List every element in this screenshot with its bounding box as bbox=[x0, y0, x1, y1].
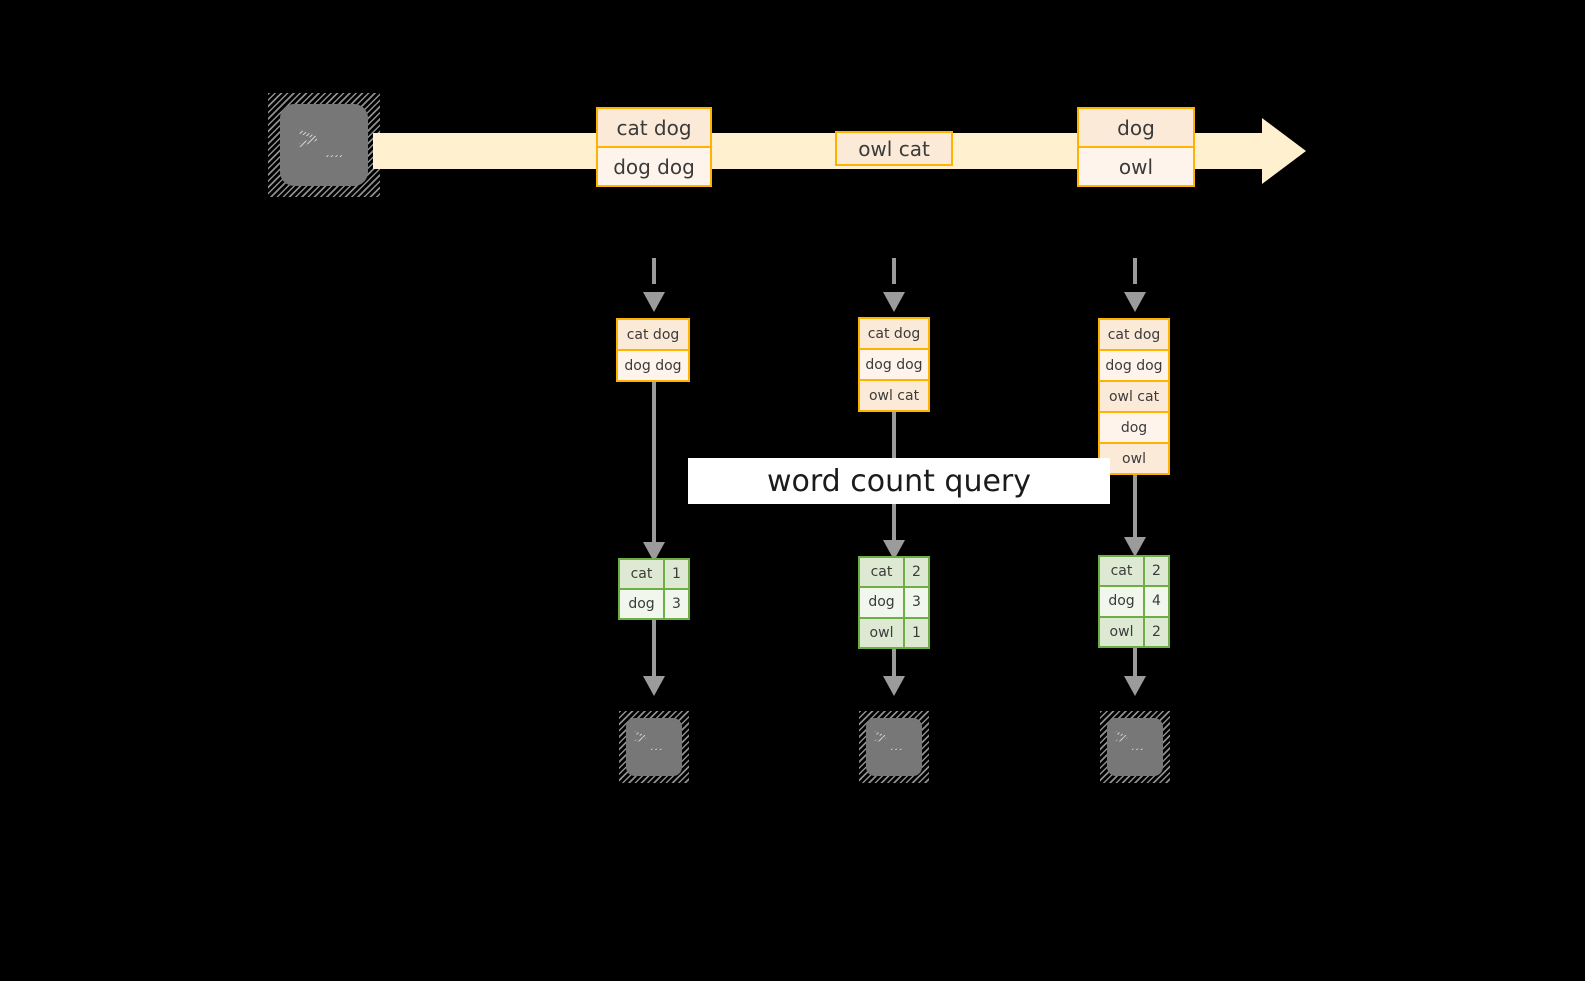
snapshot-2-trigger-arrow-line bbox=[892, 258, 896, 292]
source-terminal-icon: > _ bbox=[268, 93, 380, 197]
query-label-banner: word count query bbox=[688, 458, 1110, 504]
snapshot-2-result-row: dog 3 bbox=[860, 588, 928, 619]
terminal-plate bbox=[866, 718, 922, 776]
snapshot-3-result-table: cat 2 dog 4 owl 2 bbox=[1098, 555, 1170, 648]
snapshot-3-input-row: owl bbox=[1100, 444, 1168, 473]
stream-event-row: cat dog bbox=[598, 109, 710, 148]
result-count: 2 bbox=[1145, 557, 1168, 586]
snapshot-3-input-row: dog dog bbox=[1100, 351, 1168, 382]
snapshot-3-input-table: cat dog dog dog owl cat dog owl bbox=[1098, 318, 1170, 475]
snapshot-3-query-arrowhead-icon bbox=[1124, 537, 1146, 557]
result-count: 1 bbox=[905, 618, 928, 647]
snapshot-1-trigger-arrowhead-icon bbox=[643, 292, 665, 312]
result-word: owl bbox=[1100, 617, 1145, 646]
result-count: 3 bbox=[905, 588, 928, 617]
snapshot-2-input-row: cat dog bbox=[860, 319, 928, 350]
stream-event-row: owl bbox=[1079, 148, 1193, 185]
snapshot-1-result-row: dog 3 bbox=[620, 590, 688, 618]
stream-event-row: dog bbox=[1079, 109, 1193, 148]
snapshot-1-input-row: dog dog bbox=[618, 351, 688, 380]
stream-event-row: owl cat bbox=[837, 133, 951, 164]
terminal-cursor-glyph: _ bbox=[891, 729, 903, 751]
snapshot-1-query-arrow-line bbox=[652, 382, 656, 542]
snapshot-3-input-row: cat dog bbox=[1100, 320, 1168, 351]
snapshot-2-input-table: cat dog dog dog owl cat bbox=[858, 317, 930, 412]
result-word: dog bbox=[1100, 587, 1145, 616]
snapshot-3-query-arrow-line bbox=[1133, 475, 1137, 537]
stream-arrowhead-icon bbox=[1262, 118, 1306, 184]
terminal-prompt-glyph: > bbox=[1115, 725, 1129, 750]
snapshot-2-sink-arrowhead-icon bbox=[883, 676, 905, 696]
result-count: 3 bbox=[665, 590, 688, 618]
terminal-cursor-glyph: _ bbox=[651, 729, 663, 751]
stream-event-group-1: cat dog dog dog bbox=[596, 107, 712, 187]
snapshot-2-result-row: owl 1 bbox=[860, 618, 928, 647]
snapshot-3-sink-terminal-icon: > _ bbox=[1100, 711, 1170, 783]
terminal-plate bbox=[1107, 718, 1163, 776]
result-count: 4 bbox=[1145, 587, 1168, 616]
snapshot-3-trigger-arrowhead-icon bbox=[1124, 292, 1146, 312]
snapshot-2-result-row: cat 2 bbox=[860, 558, 928, 589]
terminal-cursor-glyph: _ bbox=[324, 124, 343, 159]
terminal-prompt-glyph: > bbox=[874, 725, 888, 750]
snapshot-2-sink-terminal-icon: > _ bbox=[859, 711, 929, 783]
result-word: cat bbox=[1100, 557, 1145, 586]
terminal-cursor-glyph: _ bbox=[1132, 729, 1144, 751]
snapshot-1-sink-terminal-icon: > _ bbox=[619, 711, 689, 783]
snapshot-1-trigger-arrow-line bbox=[652, 258, 656, 292]
snapshot-2-query-arrowhead-icon bbox=[883, 540, 905, 560]
snapshot-3-result-row: cat 2 bbox=[1100, 557, 1168, 588]
snapshot-1-input-row: cat dog bbox=[618, 320, 688, 351]
result-word: cat bbox=[620, 560, 665, 588]
snapshot-1-result-table: cat 1 dog 3 bbox=[618, 558, 690, 620]
snapshot-3-sink-arrow-line bbox=[1133, 648, 1137, 676]
snapshot-1-sink-arrow-line bbox=[652, 620, 656, 676]
snapshot-3-result-row: dog 4 bbox=[1100, 587, 1168, 618]
snapshot-2-input-row: owl cat bbox=[860, 381, 928, 410]
result-word: owl bbox=[860, 618, 905, 647]
snapshot-3-input-row: dog bbox=[1100, 413, 1168, 444]
snapshot-2-trigger-arrowhead-icon bbox=[883, 292, 905, 312]
snapshot-2-result-table: cat 2 dog 3 owl 1 bbox=[858, 556, 930, 649]
snapshot-3-sink-arrowhead-icon bbox=[1124, 676, 1146, 696]
query-label-text: word count query bbox=[766, 463, 1032, 499]
snapshot-1-result-row: cat 1 bbox=[620, 560, 688, 590]
result-count: 2 bbox=[1145, 617, 1168, 646]
snapshot-2-input-row: dog dog bbox=[860, 350, 928, 381]
result-count: 2 bbox=[905, 558, 928, 587]
snapshot-2-sink-arrow-line bbox=[892, 649, 896, 676]
stream-event-row: dog dog bbox=[598, 148, 710, 185]
result-count: 1 bbox=[665, 560, 688, 588]
result-word: cat bbox=[860, 558, 905, 587]
result-word: dog bbox=[620, 590, 665, 618]
stream-event-group-3: dog owl bbox=[1077, 107, 1195, 187]
result-word: dog bbox=[860, 588, 905, 617]
terminal-prompt-glyph: > bbox=[634, 725, 648, 750]
snapshot-3-input-row: owl cat bbox=[1100, 382, 1168, 413]
snapshot-3-trigger-arrow-line bbox=[1133, 258, 1137, 292]
stream-event-group-2: owl cat bbox=[835, 131, 953, 166]
snapshot-3-result-row: owl 2 bbox=[1100, 617, 1168, 646]
terminal-prompt-glyph: > bbox=[298, 118, 319, 158]
snapshot-1-sink-arrowhead-icon bbox=[643, 676, 665, 696]
snapshot-1-query-arrowhead-icon bbox=[643, 542, 665, 562]
terminal-plate bbox=[626, 718, 682, 776]
terminal-plate bbox=[280, 104, 368, 186]
snapshot-1-input-table: cat dog dog dog bbox=[616, 318, 690, 382]
